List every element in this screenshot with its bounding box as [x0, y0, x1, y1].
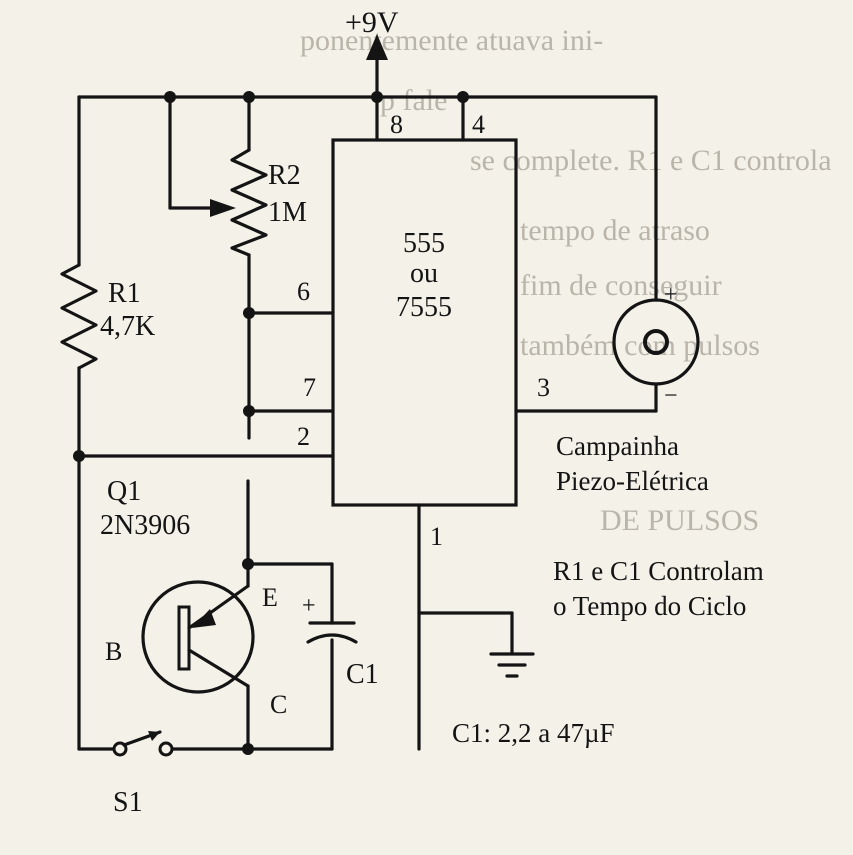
- junction-dot: [73, 450, 85, 462]
- pin-4-label: 4: [472, 110, 485, 139]
- collector-lead: [187, 648, 250, 688]
- pin-labels: 8 4 6 7 2 3 1: [297, 110, 550, 551]
- wires: [77, 56, 658, 751]
- svg-text:se complete. R1 e C1 controla: se complete. R1 e C1 controla: [470, 144, 832, 177]
- transistor-body: [141, 580, 255, 694]
- resistor-r1: R1 4,7K: [60, 263, 155, 370]
- ic-line1: 555: [403, 228, 445, 259]
- pin-1-label: 1: [430, 522, 443, 551]
- s1-name: S1: [113, 787, 143, 818]
- ic-body: [331, 138, 518, 507]
- pin-6-label: 6: [297, 277, 310, 306]
- junction-dot: [457, 91, 469, 103]
- switch-contact-right: [158, 741, 174, 757]
- ground-symbol: [489, 652, 535, 678]
- c1-value-note: C1: 2,2 a 47µF: [452, 718, 615, 748]
- r1-zigzag: [60, 263, 98, 370]
- transistor-q1: Q1 2N3906 E B C: [100, 476, 287, 719]
- c1-plus: +: [302, 593, 316, 619]
- junction-dot: [242, 743, 254, 755]
- r2-value: 1M: [268, 197, 307, 228]
- caption-line2: o Tempo do Ciclo: [553, 591, 746, 621]
- wiper-arrow-icon: [210, 199, 236, 217]
- buzzer-minus: −: [664, 383, 678, 409]
- svg-text:também com pulsos: também com pulsos: [520, 329, 760, 362]
- r1-value: 4,7K: [100, 311, 155, 342]
- buzzer-body: [612, 298, 700, 386]
- svg-text:tempo de atraso: tempo de atraso: [520, 214, 710, 247]
- q1-collector-label: C: [270, 690, 287, 719]
- svg-text:ponentemente atuava ini-: ponentemente atuava ini-: [300, 24, 603, 57]
- junction-dot: [243, 91, 255, 103]
- piezo-buzzer: + − Campainha Piezo-Elétrica: [556, 282, 709, 496]
- svg-text:p fale: p fale: [380, 84, 447, 117]
- ic-line3: 7555: [396, 292, 452, 323]
- q1-part: 2N3906: [100, 510, 190, 541]
- junction-dot: [164, 91, 176, 103]
- pin-7-label: 7: [303, 373, 316, 402]
- ic-line2: ou: [410, 258, 438, 289]
- buzzer-label-line1: Campainha: [556, 431, 679, 461]
- background-bleed-text: ponentemente atuava ini- p fale se compl…: [300, 24, 832, 537]
- q1-base-label: B: [105, 637, 122, 666]
- switch-s1: S1: [112, 730, 174, 818]
- up-arrow-icon: [366, 34, 388, 60]
- buzzer-center-icon: [643, 329, 669, 355]
- junction-dot: [243, 405, 255, 417]
- capacitor-c1: + C1 C1: 2,2 a 47µF: [302, 593, 615, 748]
- svg-text:DE PULSOS: DE PULSOS: [600, 504, 759, 537]
- q1-emitter-label: E: [262, 583, 278, 612]
- c1-plate-bottom: [306, 633, 358, 644]
- supply-terminal: +9V: [345, 6, 399, 60]
- supply-label: +9V: [345, 6, 399, 39]
- caption-line1: R1 e C1 Controlam: [553, 556, 764, 586]
- c1-name: C1: [346, 659, 379, 690]
- caption: R1 e C1 Controlam o Tempo do Ciclo: [553, 556, 764, 621]
- pin-8-label: 8: [390, 110, 403, 139]
- junction-dots: [73, 91, 469, 755]
- r1-name: R1: [108, 278, 141, 309]
- potentiometer-r2: R2 1M: [210, 148, 307, 257]
- ic-555: 555 ou 7555: [331, 138, 518, 507]
- q1-name: Q1: [107, 476, 141, 507]
- buzzer-label-line2: Piezo-Elétrica: [556, 466, 709, 496]
- buzzer-plus: +: [664, 282, 678, 308]
- emitter-lead: [187, 584, 250, 630]
- pin-3-label: 3: [537, 373, 550, 402]
- r2-name: R2: [268, 160, 301, 191]
- junction-dot: [371, 91, 383, 103]
- svg-text:fim de conseguir: fim de conseguir: [520, 269, 722, 302]
- transistor-base-bar: [177, 605, 191, 671]
- junction-dot: [243, 307, 255, 319]
- r2-zigzag: [230, 148, 268, 257]
- pin-2-label: 2: [297, 422, 310, 451]
- emitter-arrow-icon: [192, 609, 216, 628]
- switch-arrow-icon: [148, 731, 160, 741]
